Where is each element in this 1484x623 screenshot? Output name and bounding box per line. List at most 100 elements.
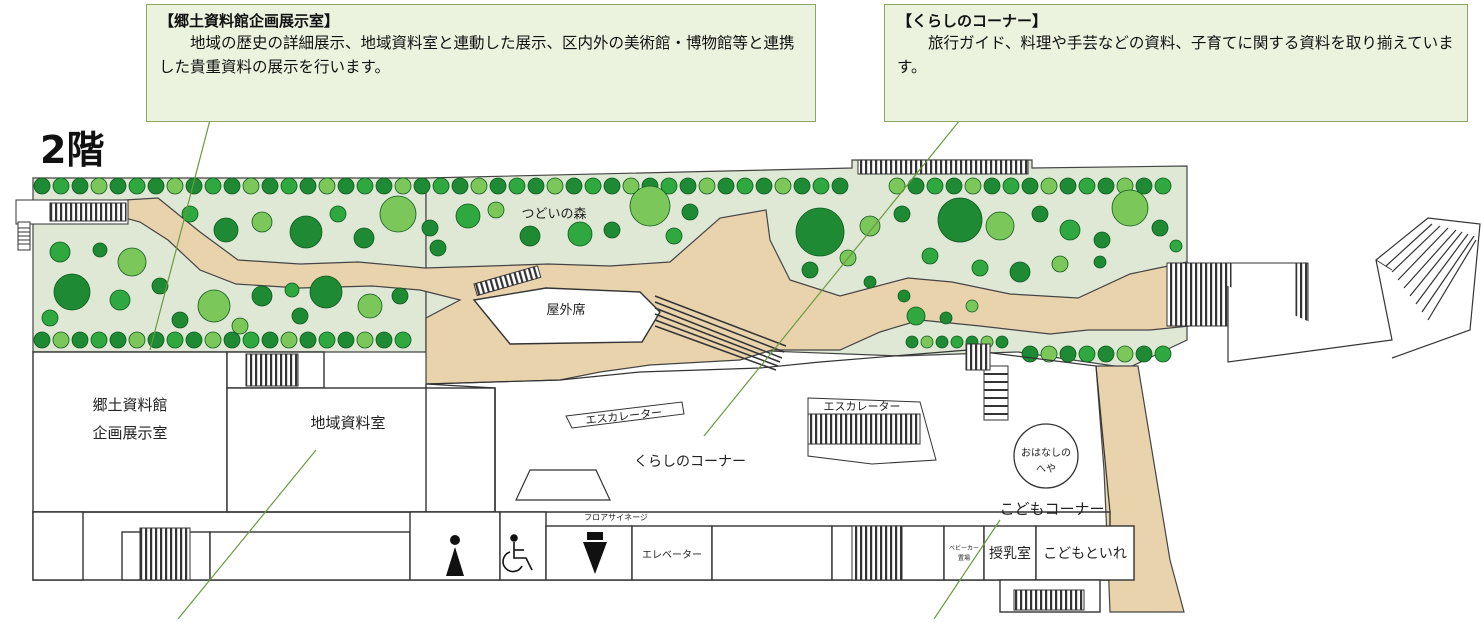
callout-kyodo-title: 【郷土資料館企画展示室】 [159,12,340,30]
kyodo-room-label-1: 郷土資料館 [92,396,167,414]
tree-icon [1051,255,1069,273]
tree-icon [812,177,830,195]
tree-icon [451,177,469,195]
tree-icon [197,289,231,323]
tree-icon [231,317,249,335]
tree-icon [937,197,983,243]
tree-icon [353,227,375,249]
tree-icon [774,177,792,195]
callout-kurashi-body: 旅行ガイド、料理や手芸などの資料、子育てに関する資料を取り揃えています。 [897,34,1454,76]
floor-label: 2階 [40,128,105,172]
tree-icon [90,331,108,349]
tree-icon [698,177,716,195]
tree-icon [935,335,949,349]
display-stand [515,469,611,501]
tree-icon [128,331,146,349]
kids-toilet-label: こどもといれ [1043,546,1127,562]
tree-icon [33,331,51,349]
tree-icon [487,201,505,219]
tree-icon [629,185,671,227]
tree-icon [603,177,621,195]
tree-icon [375,331,393,349]
tree-icon [337,177,355,195]
tree-icon [567,221,593,247]
tree-icon [1059,345,1077,363]
tree-icon [147,177,165,195]
kodomo-corner-label: こどもコーナー [999,500,1104,518]
callout-kyodo-body: 地域の歴史の詳細展示、地域資料室と連動した展示、区内外の美術館・博物館等と連携し… [159,34,795,76]
tree-icon [939,311,953,325]
tree-icon [147,331,165,349]
tree-icon [391,287,409,305]
tree-icon [251,211,273,233]
tree-icon [736,177,754,195]
tree-icon [926,177,944,195]
escalator-b-label: エスカレーター [824,400,901,413]
tree-icon [318,177,336,195]
tree-icon [921,247,939,265]
trees-layer [33,177,1183,363]
tree-icon [1021,345,1039,363]
tree-icon [907,177,925,195]
escalator-a: エスカレーター [565,401,685,429]
tree-icon [519,225,541,247]
tree-icon [863,275,877,289]
interior-walls [32,351,1135,613]
tree-icon [897,289,911,303]
tree-icon [53,273,91,311]
tree-icon [995,335,1009,349]
tree-icon [33,177,51,195]
tree-icon [284,282,300,298]
tree-icon [429,239,447,257]
tree-icon [357,293,383,319]
escalator-b: エスカレーター [807,397,937,465]
tree-icon [251,285,273,307]
tree-icon [299,331,317,349]
tree-icon [965,299,979,313]
tree-icon [204,331,222,349]
tree-icon [906,306,926,326]
north-stairs [857,159,1029,175]
tree-icon [90,177,108,195]
callout-kurashi-title: 【くらしのコーナー】 [897,12,1048,30]
tree-icon [171,311,189,329]
tree-icon [318,331,336,349]
tree-icon [261,177,279,195]
tree-icon [128,177,146,195]
tree-icon [413,177,431,195]
west-stairs [15,199,129,251]
tree-icon [185,331,203,349]
tree-icon [185,177,203,195]
tree-icon [329,205,347,223]
tree-icon [204,177,222,195]
callout-kyodo: 【郷土資料館企画展示室】 地域の歴史の詳細展示、地域資料室と連動した展示、区内外… [146,4,816,122]
tree-icon [983,177,1001,195]
tree-icon [964,177,982,195]
tree-icon [1154,345,1172,363]
leader-lines [149,119,1001,620]
floor-signage-label: フロアサイネージ [584,513,648,522]
tree-icon [289,215,323,249]
tree-icon [394,331,412,349]
tree-icon [527,177,545,195]
stroller-area-label-2: 置場 [958,554,970,562]
tree-icon [242,331,260,349]
tree-icon [893,205,911,223]
tree-icon [622,177,640,195]
tree-icon [379,195,417,233]
tree-icon [455,203,481,229]
tree-icon [394,177,412,195]
tree-icon [1078,177,1096,195]
tree-icon [109,289,131,311]
tree-icon [888,177,906,195]
tree-icon [261,331,279,349]
storytelling-room: おはなしの へや [1013,423,1079,489]
tree-icon [223,331,241,349]
tree-icon [801,261,819,279]
tree-icon [375,177,393,195]
tree-icon [660,177,678,195]
storytelling-label-2: へや [1036,463,1056,475]
tree-icon [905,335,919,349]
tree-icon [52,331,70,349]
wheelchair-icon [502,534,533,573]
